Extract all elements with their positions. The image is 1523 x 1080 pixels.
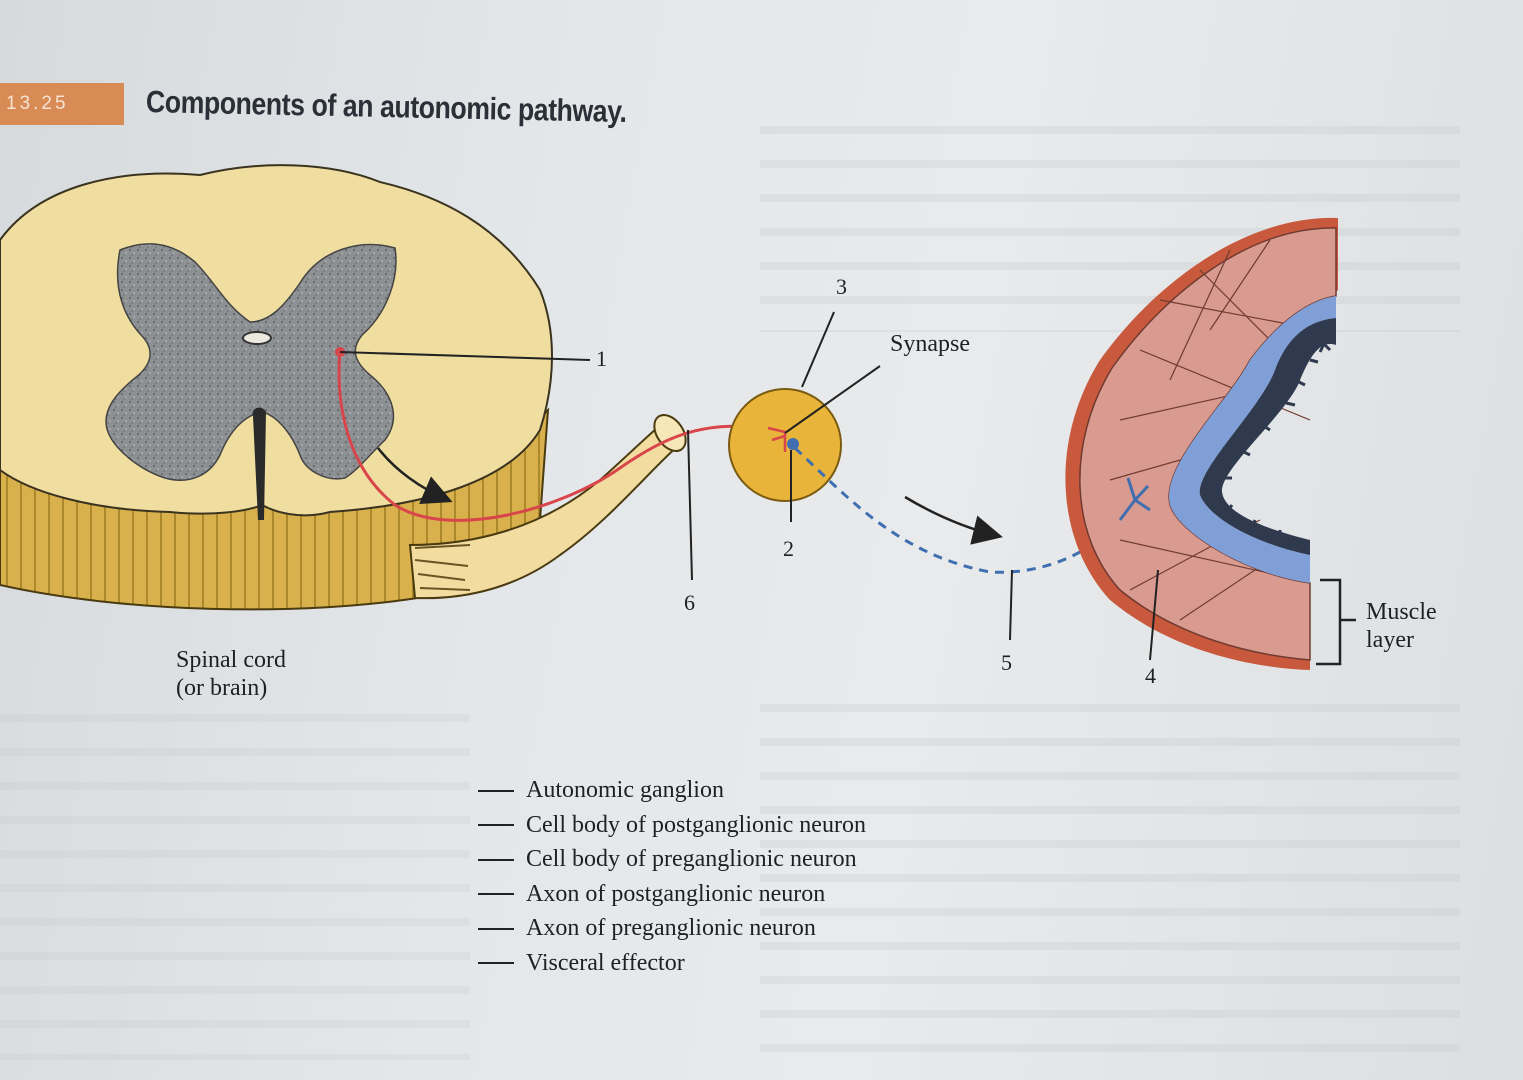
callout-2: 2 <box>783 536 794 561</box>
blank-line <box>478 893 514 895</box>
key-item: Axon of postganglionic neuron <box>478 881 866 916</box>
key-item-text: Cell body of preganglionic neuron <box>526 846 857 872</box>
blank-line <box>478 824 514 826</box>
rootlets <box>414 544 471 591</box>
postganglionic-direction-arrow <box>904 495 1003 545</box>
muscle-layer-label: Muscle layer <box>1366 598 1437 654</box>
key-item-text: Axon of postganglionic neuron <box>526 880 826 907</box>
submucosa <box>1169 296 1336 583</box>
gray-matter <box>105 243 397 481</box>
nerve-ending <box>1118 477 1151 521</box>
muscle-layer-label-line1: Muscle <box>1366 599 1437 625</box>
callout-6: 6 <box>684 590 695 615</box>
central-canal <box>242 331 272 345</box>
synapse-label: Synapse <box>890 331 970 357</box>
muscle-layer-bracket <box>1316 578 1356 666</box>
mucosal-villi <box>1223 341 1332 548</box>
callout-5: 5 <box>1001 650 1012 675</box>
figure-number-tag: 13.25 <box>0 83 124 125</box>
preganglionic-direction-arrow <box>377 447 453 504</box>
label-key-list: Autonomic ganglion Cell body of postgang… <box>478 777 866 984</box>
blank-line <box>478 858 514 861</box>
muscle-layer-label-line2: layer <box>1366 627 1414 653</box>
muscle-layer <box>1079 227 1337 661</box>
blank-line <box>478 927 514 930</box>
key-item: Visceral effector <box>478 950 866 985</box>
callout-3: 3 <box>836 274 847 299</box>
bleed-through-text <box>0 700 470 1060</box>
callout-4: 4 <box>1145 663 1156 688</box>
figure-number: 13.25 <box>6 93 69 114</box>
anterior-median-fissure <box>252 407 266 520</box>
spinal-cord-label: Spinal cord (or brain) <box>176 646 286 702</box>
blank-line <box>478 789 514 792</box>
muscle-fibers <box>1109 239 1321 621</box>
key-item: Cell body of preganglionic neuron <box>478 846 866 881</box>
key-item: Cell body of postganglionic neuron <box>478 812 866 847</box>
postganglionic-axon <box>793 446 1122 574</box>
visceral-effector <box>1065 217 1338 671</box>
synaptic-terminals <box>767 426 787 452</box>
spinal-cord-label-line2: (or brain) <box>176 675 268 701</box>
key-item-text: Axon of preganglionic neuron <box>526 915 816 941</box>
callout-1: 1 <box>596 346 607 371</box>
key-item-text: Visceral effector <box>526 949 685 976</box>
key-item-text: Cell body of postganglionic neuron <box>526 811 866 838</box>
spinal-cord-label-line1: Spinal cord <box>176 647 286 673</box>
leader-line-synapse <box>784 365 881 434</box>
blank-line <box>478 962 514 964</box>
leader-line-1 <box>339 351 591 361</box>
bleed-through-text <box>760 690 1460 1060</box>
leader-line-6 <box>687 429 693 581</box>
leader-line-5 <box>1009 569 1013 641</box>
bleed-through-text <box>760 112 1460 332</box>
key-item: Axon of preganglionic neuron <box>478 915 866 950</box>
key-item: Autonomic ganglion <box>478 777 866 812</box>
key-item-text: Autonomic ganglion <box>526 777 724 803</box>
leader-line-3 <box>801 311 835 388</box>
leader-line-4 <box>1149 569 1159 661</box>
mucosa <box>1199 318 1336 555</box>
